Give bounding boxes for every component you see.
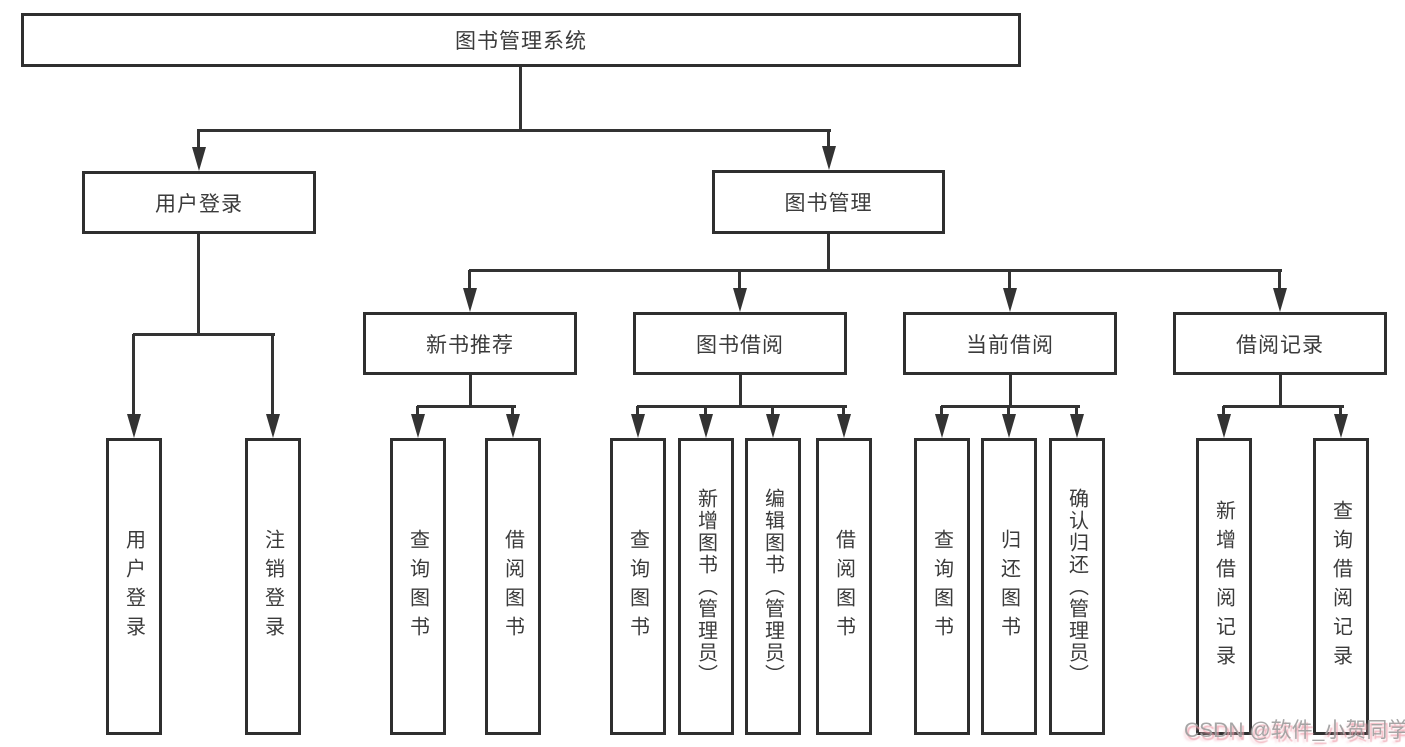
- arrow-down-icon: [1334, 414, 1348, 438]
- arrow-down-icon: [1217, 414, 1231, 438]
- node-book-management: 图书管理: [712, 170, 945, 234]
- leaf-edit-books-admin-label: 编辑图书（管理员）: [761, 487, 784, 686]
- connector-line: [739, 375, 742, 408]
- arrow-down-icon: [837, 414, 851, 438]
- leaf-query-books-a-label: 查询图书: [406, 528, 429, 645]
- connector-line: [827, 129, 830, 150]
- leaf-add-books-admin: 新增图书（管理员）: [678, 438, 734, 735]
- node-user-login: 用户登录: [82, 171, 316, 234]
- leaf-query-books-c-label: 查询图书: [930, 528, 953, 645]
- leaf-borrow-books-a-label: 借阅图书: [501, 528, 524, 645]
- connector-line: [468, 270, 471, 292]
- leaf-logout-label: 注销登录: [261, 528, 284, 645]
- arrow-down-icon: [1070, 414, 1084, 438]
- node-new-book-recommend: 新书推荐: [363, 312, 577, 375]
- connector-line: [1279, 375, 1282, 408]
- leaf-query-borrow-record: 查询借阅记录: [1313, 438, 1369, 735]
- node-book-borrowing-label: 图书借阅: [696, 333, 784, 357]
- arrow-down-icon: [266, 414, 280, 438]
- arrow-down-icon: [127, 414, 141, 438]
- leaf-borrow-books-b: 借阅图书: [816, 438, 872, 735]
- arrow-down-icon: [766, 414, 780, 438]
- connector-line: [519, 67, 522, 131]
- connector-line: [1007, 406, 1010, 418]
- node-current-borrowing-label: 当前借阅: [966, 333, 1054, 357]
- leaf-logout: 注销登录: [245, 438, 301, 735]
- connector-line: [1008, 270, 1011, 292]
- arrow-down-icon: [411, 414, 425, 438]
- leaf-query-books-b: 查询图书: [610, 438, 666, 735]
- connector-line: [1339, 406, 1342, 418]
- connector-line: [511, 406, 514, 418]
- connector-line: [771, 406, 774, 418]
- leaf-query-books-c: 查询图书: [914, 438, 970, 735]
- leaf-query-borrow-record-label: 查询借阅记录: [1329, 499, 1352, 674]
- node-root: 图书管理系统: [21, 13, 1021, 67]
- node-user-login-label: 用户登录: [155, 192, 243, 216]
- arrow-down-icon: [1002, 414, 1016, 438]
- connector-line: [469, 269, 1282, 272]
- leaf-add-borrow-record-label: 新增借阅记录: [1212, 499, 1235, 674]
- watermark: CSDN @软件_小贺同学: [1184, 719, 1405, 742]
- leaf-borrow-books-b-label: 借阅图书: [832, 528, 855, 645]
- arrow-down-icon: [699, 414, 713, 438]
- leaf-return-books: 归还图书: [981, 438, 1037, 735]
- connector-line: [416, 406, 419, 418]
- leaf-user-login-label: 用户登录: [122, 528, 145, 645]
- leaf-query-books-b-label: 查询图书: [626, 528, 649, 645]
- leaf-add-borrow-record: 新增借阅记录: [1196, 438, 1252, 735]
- connector-line: [133, 333, 275, 336]
- connector-line: [271, 334, 274, 418]
- arrow-down-icon: [463, 288, 477, 312]
- node-borrowing-records-label: 借阅记录: [1236, 333, 1324, 357]
- leaf-confirm-return-admin: 确认归还（管理员）: [1049, 438, 1105, 735]
- connector-line: [1222, 406, 1225, 418]
- node-book-management-label: 图书管理: [784, 192, 873, 215]
- connector-line: [132, 334, 135, 418]
- arrow-down-icon: [1273, 288, 1287, 312]
- connector-line: [417, 405, 516, 408]
- connector-line: [1223, 405, 1344, 408]
- node-borrowing-records: 借阅记录: [1173, 312, 1387, 375]
- connector-line: [636, 406, 639, 418]
- arrow-down-icon: [935, 414, 949, 438]
- leaf-add-books-admin-label: 新增图书（管理员）: [694, 487, 717, 686]
- arrow-down-icon: [192, 147, 206, 171]
- connector-line: [197, 129, 200, 151]
- connector-line: [637, 405, 847, 408]
- connector-line: [940, 406, 943, 418]
- leaf-edit-books-admin: 编辑图书（管理员）: [745, 438, 801, 735]
- connector-line: [1075, 406, 1078, 418]
- node-new-book-recommend-label: 新书推荐: [426, 333, 514, 357]
- leaf-query-books-a: 查询图书: [390, 438, 446, 735]
- connector-line: [842, 406, 845, 418]
- leaf-confirm-return-admin-label: 确认归还（管理员）: [1065, 487, 1088, 686]
- connector-line: [1278, 270, 1281, 292]
- arrow-down-icon: [822, 146, 836, 170]
- leaf-return-books-label: 归还图书: [997, 528, 1020, 645]
- connector-line: [1009, 375, 1012, 408]
- connector-line: [827, 234, 830, 272]
- arrow-down-icon: [1003, 288, 1017, 312]
- connector-line: [198, 129, 831, 132]
- node-book-borrowing: 图书借阅: [633, 312, 847, 375]
- arrow-down-icon: [631, 414, 645, 438]
- arrow-down-icon: [506, 414, 520, 438]
- arrow-down-icon: [733, 288, 747, 312]
- node-current-borrowing: 当前借阅: [903, 312, 1117, 375]
- connector-line: [469, 375, 472, 408]
- connector-line: [197, 234, 200, 336]
- connector-line: [738, 270, 741, 292]
- leaf-borrow-books-a: 借阅图书: [485, 438, 541, 735]
- leaf-user-login: 用户登录: [106, 438, 162, 735]
- connector-line: [704, 406, 707, 418]
- connector-line: [941, 405, 1080, 408]
- node-root-label: 图书管理系统: [455, 30, 587, 53]
